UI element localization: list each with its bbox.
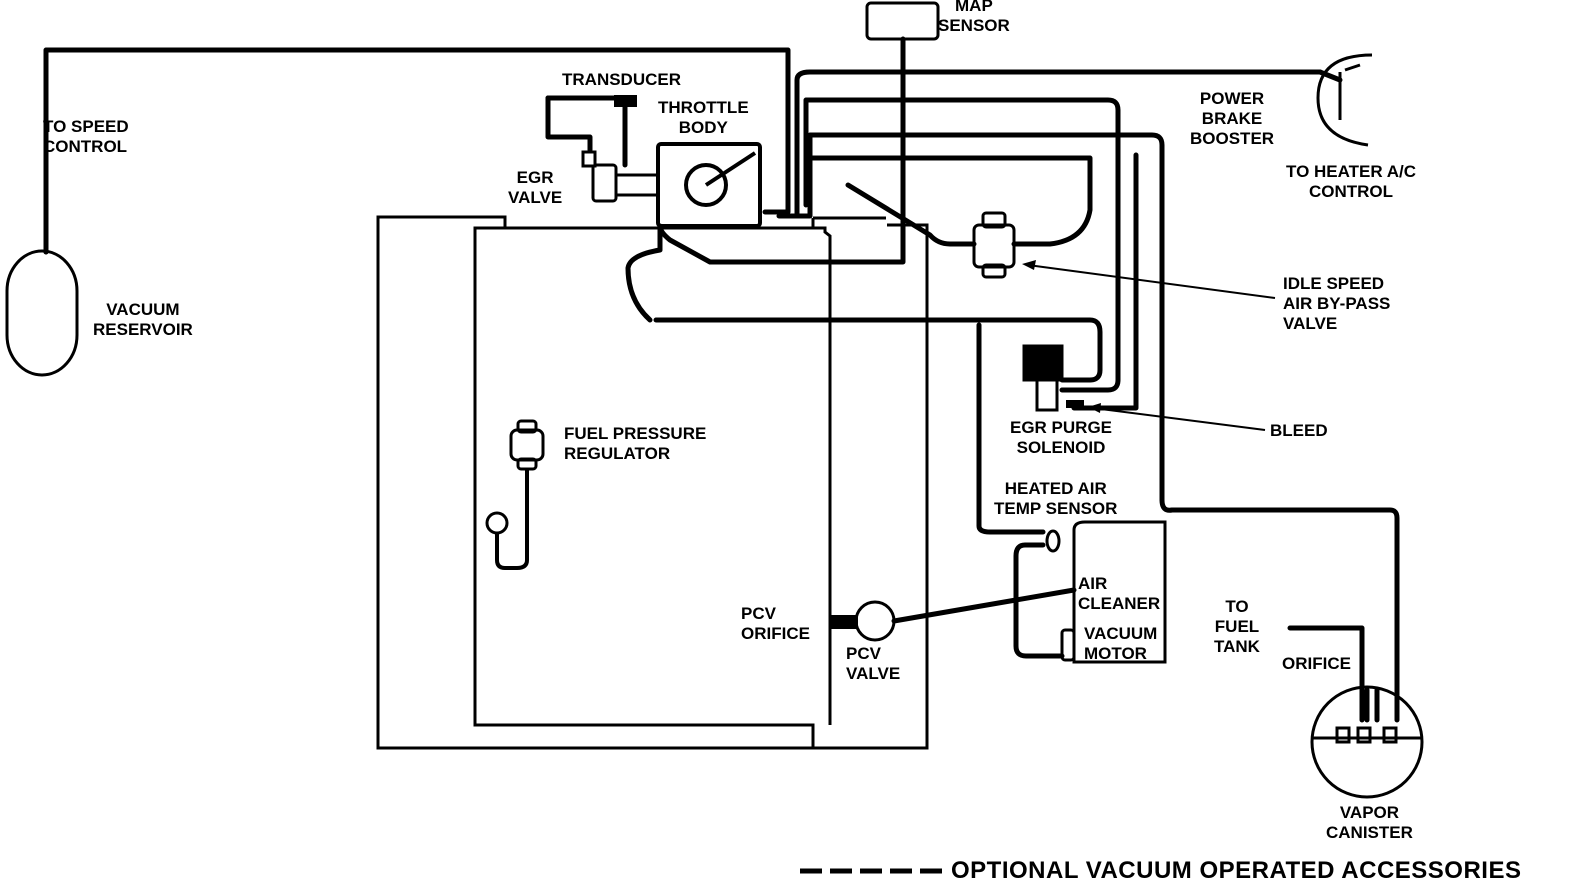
dashed-line-sample	[800, 868, 945, 874]
pcv-valve-label-line1: PCV	[846, 644, 881, 663]
power-brake-booster	[1316, 53, 1373, 147]
idle-speed-air-bypass-valve	[972, 211, 1016, 279]
pcv-orifice-label: PCV ORIFICE	[741, 604, 810, 644]
egr-valve-label-line1: EGR	[516, 168, 554, 187]
air-cleaner-label-line1: AIR	[1078, 574, 1108, 593]
air-cleaner	[1072, 520, 1167, 664]
transducer-label: TRANSDUCER	[562, 70, 681, 89]
pcv-valve-label-line2: VALVE	[846, 664, 901, 683]
fuel-pressure-regulator-label: FUEL PRESSURE REGULATOR	[564, 424, 706, 464]
vacuum-motor-label: VACUUM MOTOR	[1084, 624, 1157, 664]
pcv-orifice	[830, 615, 858, 629]
idle-speed-label-line1: IDLE SPEED	[1283, 274, 1385, 293]
fpr-label-line1: FUEL PRESSURE	[564, 424, 707, 443]
heated-air-temp-sensor	[1045, 529, 1061, 553]
vacuum-reservoir	[5, 249, 79, 377]
legend: OPTIONAL VACUUM OPERATED ACCESSORIES	[800, 857, 1522, 885]
pcv-orifice-label-line2: ORIFICE	[741, 624, 810, 643]
heated-air-temp-sensor-label: HEATED AIR TEMP SENSOR	[994, 479, 1117, 519]
throttle-body-label-line1: THROTTLE	[658, 98, 749, 117]
map-sensor-label-line1: MAP	[955, 0, 993, 15]
map-sensor-label: MAP SENSOR	[938, 0, 1010, 36]
pcv-orifice-label-line1: PCV	[741, 604, 776, 623]
to-fuel-tank-label-line2: FUEL	[1214, 617, 1260, 636]
to-heater-ac-control-label-line1: TO HEATER A/C	[1286, 162, 1417, 181]
heated-air-label-line1: HEATED AIR	[1004, 479, 1107, 498]
egr-purge-solenoid-label: EGR PURGE SOLENOID	[1010, 418, 1112, 458]
egr-purge-label-line2: SOLENOID	[1016, 438, 1106, 457]
throttle-body-label-line2: BODY	[678, 118, 728, 137]
pcv-valve	[854, 600, 896, 642]
heated-air-label-line2: TEMP SENSOR	[994, 499, 1118, 518]
throttle-body	[656, 142, 762, 228]
engine-block	[376, 215, 929, 750]
to-speed-control-label: TO SPEED CONTROL	[43, 117, 129, 157]
to-fuel-tank-label: TO FUEL TANK	[1214, 597, 1260, 657]
vacuum-hoses	[43, 36, 1400, 723]
vacuum-motor-label-line2: MOTOR	[1084, 644, 1147, 663]
vacuum-motor-label-line1: VACUUM	[1084, 624, 1158, 643]
orifice-label: ORIFICE	[1282, 654, 1351, 673]
bleed-port	[1066, 400, 1084, 408]
vapor-canister-label-line2: CANISTER	[1326, 823, 1413, 842]
legend-text: OPTIONAL VACUUM OPERATED ACCESSORIES	[951, 857, 1522, 884]
power-brake-booster-label-line1: POWER	[1199, 89, 1265, 108]
vacuum-reservoir-label: VACUUM RESERVOIR	[93, 300, 193, 340]
fpr-hose	[495, 469, 529, 570]
vacuum-reservoir-label-line1: VACUUM	[106, 300, 180, 319]
air-cleaner-label: AIR CLEANER	[1078, 574, 1160, 614]
vapor-canister-label: VAPOR CANISTER	[1326, 803, 1413, 843]
to-speed-control-label-line1: TO SPEED	[43, 117, 129, 136]
idle-speed-air-bypass-valve-label: IDLE SPEED AIR BY-PASS VALVE	[1283, 274, 1390, 334]
vapor-canister	[1310, 685, 1424, 799]
to-fuel-tank-label-line1: TO	[1225, 597, 1249, 616]
throttle-body-label: THROTTLE BODY	[658, 98, 749, 138]
fpr-label-line2: REGULATOR	[564, 444, 671, 463]
air-cleaner-label-line2: CLEANER	[1078, 594, 1161, 613]
to-heater-ac-control-label-line2: CONTROL	[1308, 182, 1394, 201]
power-brake-booster-label-line2: BRAKE	[1201, 109, 1263, 128]
to-speed-control-label-line2: CONTROL	[43, 137, 128, 156]
vacuum-reservoir-label-line2: RESERVOIR	[93, 320, 193, 339]
egr-valve-label-line2: VALVE	[508, 188, 563, 207]
arrowheads	[1022, 260, 1101, 413]
power-brake-booster-label: POWER BRAKE BOOSTER	[1190, 89, 1274, 149]
to-heater-ac-control-label: TO HEATER A/C CONTROL	[1286, 162, 1416, 202]
leader-lines	[1027, 264, 1276, 431]
power-brake-booster-label-line3: BOOSTER	[1190, 129, 1275, 148]
to-fuel-tank-label-line3: TANK	[1214, 637, 1260, 656]
vapor-canister-label-line1: VAPOR	[1339, 803, 1400, 822]
idle-speed-label-line2: AIR BY-PASS	[1283, 294, 1391, 313]
fuel-pressure-regulator	[485, 419, 545, 535]
pcv-valve-label: PCV VALVE	[846, 644, 900, 684]
egr-valve	[581, 150, 660, 203]
idle-speed-label-line3: VALVE	[1283, 314, 1338, 333]
egr-valve-label: EGR VALVE	[508, 168, 562, 208]
bleed-label: BLEED	[1270, 421, 1328, 440]
map-sensor	[865, 1, 940, 41]
vacuum-motor	[1060, 628, 1076, 662]
egr-purge-solenoid	[1022, 344, 1064, 412]
map-sensor-label-line2: SENSOR	[938, 16, 1010, 35]
egr-purge-label-line1: EGR PURGE	[1010, 418, 1113, 437]
